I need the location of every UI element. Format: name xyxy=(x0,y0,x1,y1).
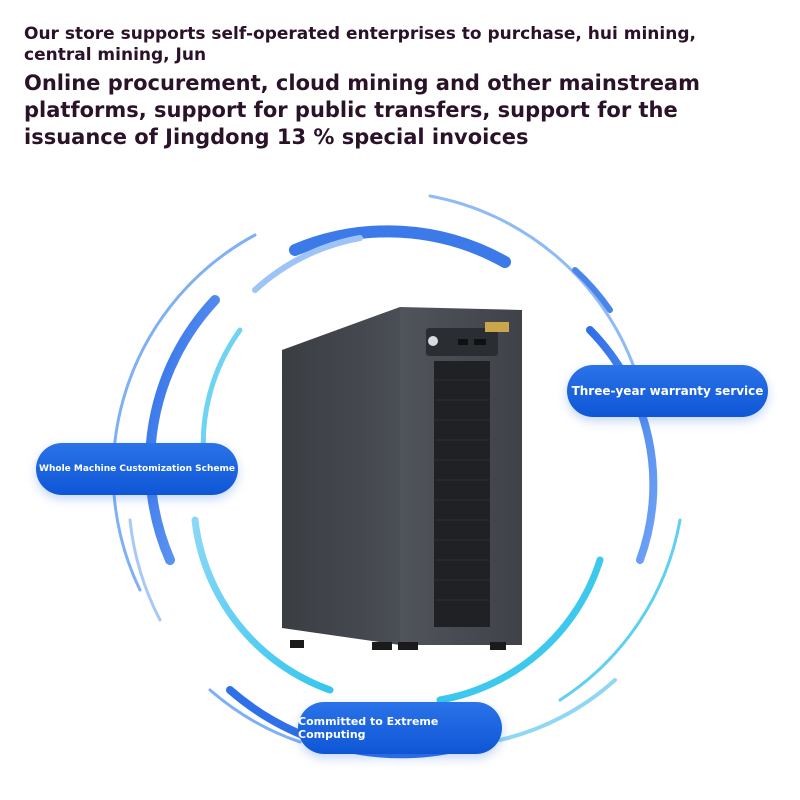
ring-arc xyxy=(111,233,257,592)
ring-arc xyxy=(436,556,604,704)
ring-arc xyxy=(558,518,682,702)
ring-arc xyxy=(252,235,363,293)
feature-label: Committed to Extreme Computing xyxy=(298,715,439,741)
ring-arc xyxy=(145,295,220,565)
feature-label: Whole Machine Customization Scheme xyxy=(39,464,235,474)
ring-arc xyxy=(498,678,617,742)
headline-large: Online procurement, cloud mining and oth… xyxy=(24,71,700,149)
feature-pill-computing: Committed to Extreme Computing xyxy=(298,702,502,754)
ring-arc xyxy=(428,194,637,372)
feature-label: Three-year warranty service xyxy=(571,384,764,398)
ring-arc xyxy=(586,326,658,564)
ring-arc xyxy=(191,516,334,694)
feature-pill-warranty: Three-year warranty service xyxy=(567,365,768,417)
feature-pill-customization: Whole Machine Customization Scheme xyxy=(36,443,238,495)
tower-server-image xyxy=(282,307,522,650)
ring-arc xyxy=(289,225,511,268)
ring-arc xyxy=(572,267,613,313)
headline-small: Our store supports self-operated enterpr… xyxy=(24,24,696,65)
ring-arc xyxy=(208,688,302,744)
ring-arc xyxy=(128,518,162,622)
